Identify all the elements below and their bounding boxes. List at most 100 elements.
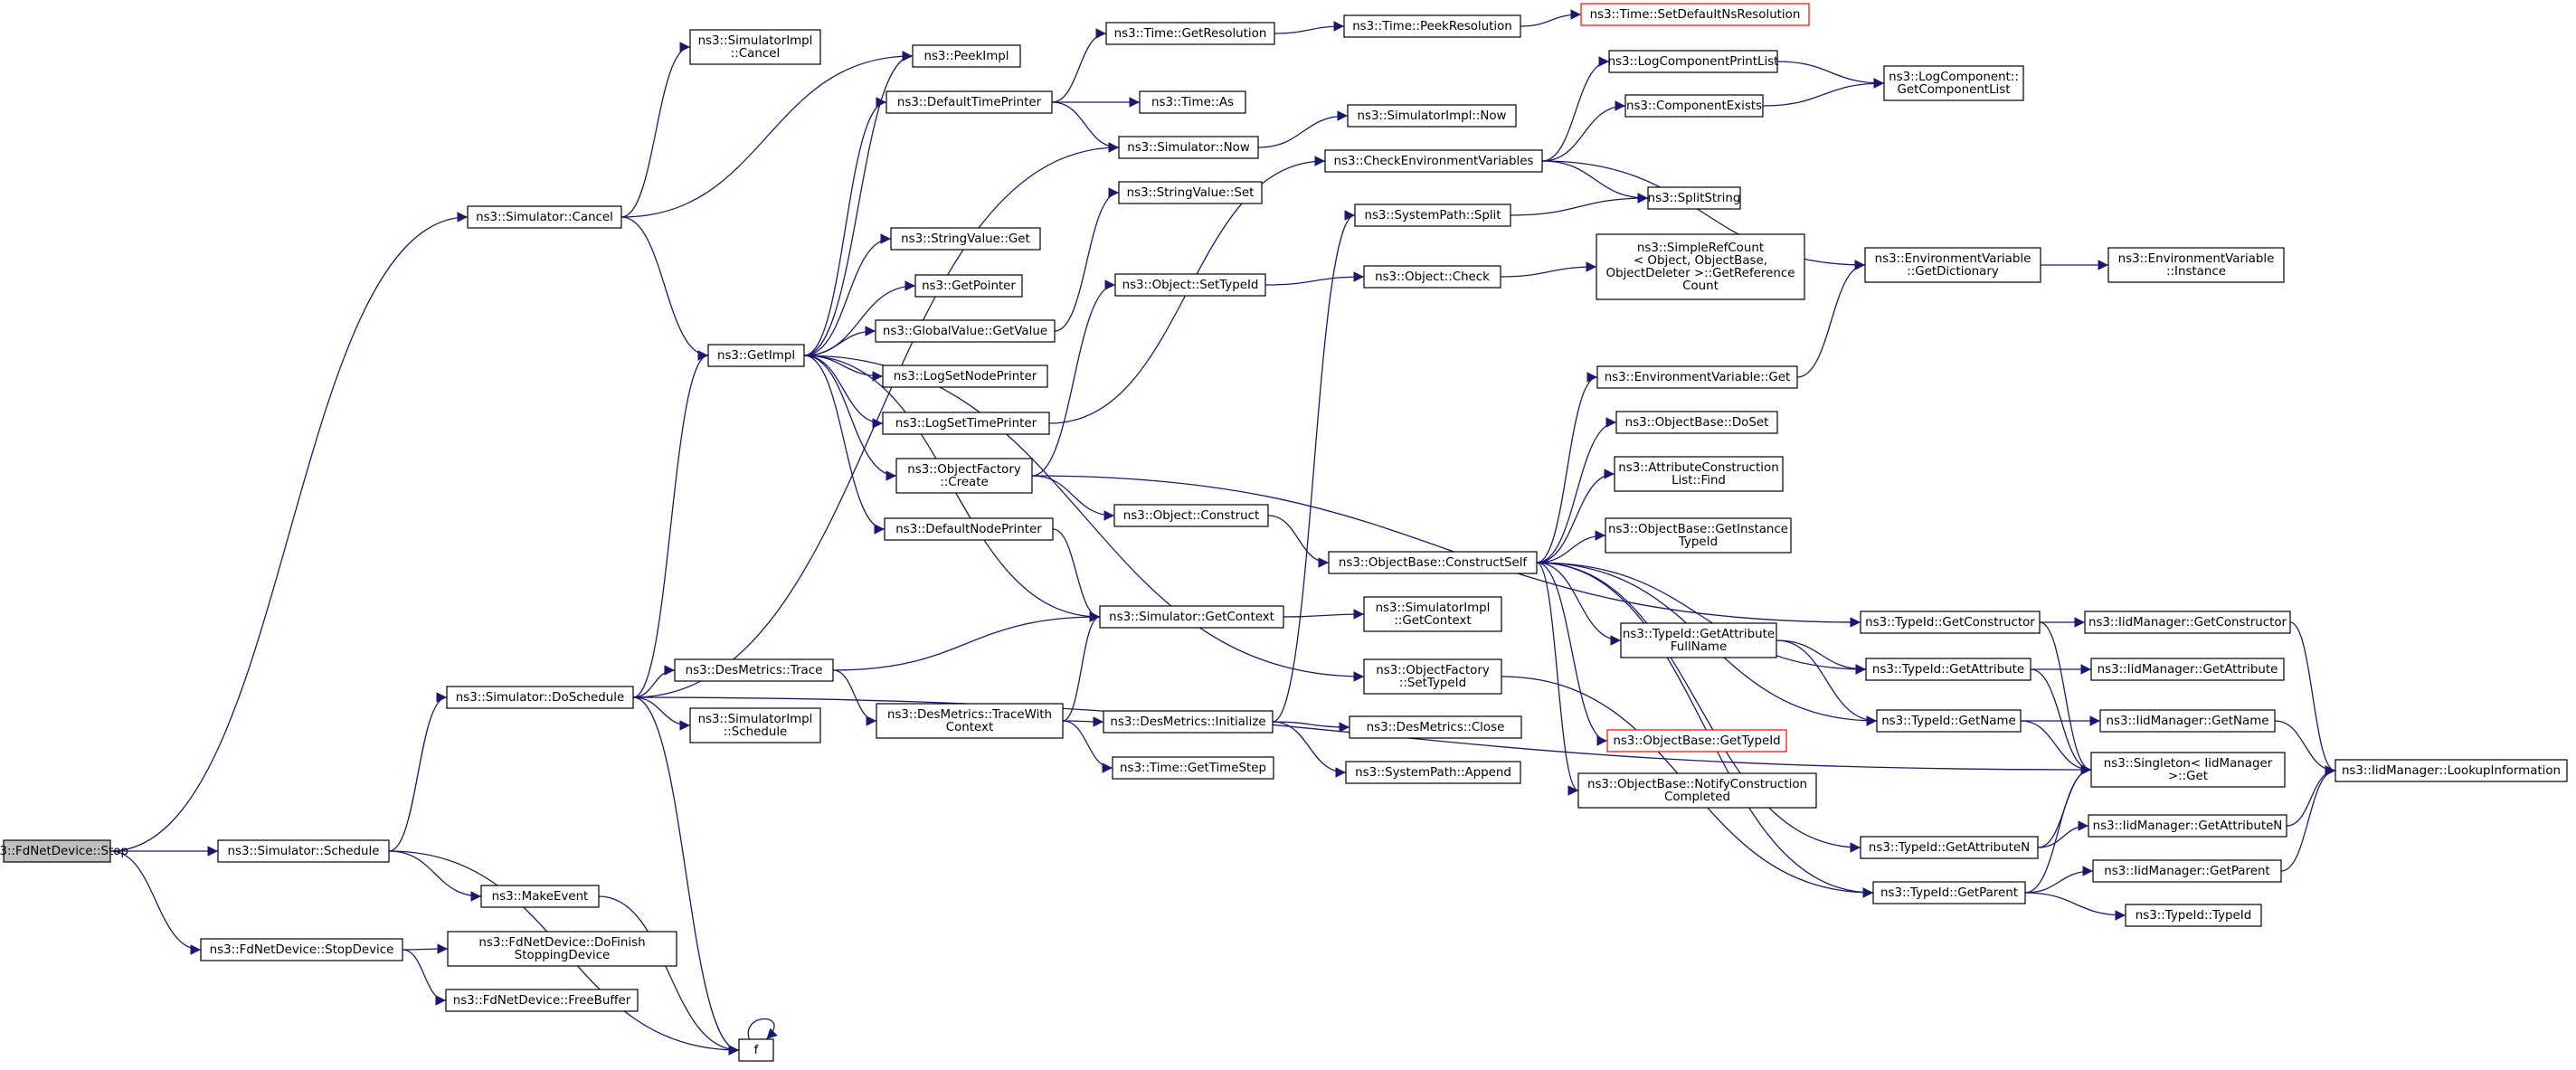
node-timegettimestep[interactable]: ns3::Time::GetTimeStep: [1112, 756, 1274, 780]
node-f[interactable]: f: [738, 1038, 774, 1062]
node-freebuffer[interactable]: ns3::FdNetDevice::FreeBuffer: [445, 989, 639, 1012]
node-typeidgetattribute[interactable]: ns3::TypeId::GetAttribute: [1865, 658, 2031, 681]
node-label: ns3::GetImpl: [717, 349, 795, 363]
edge-stopdevice-to-freebuffer: [402, 949, 447, 1006]
node-simimplgetcontext[interactable]: ns3::SimulatorImpl::GetContext: [1363, 596, 1502, 632]
node-desmclose[interactable]: ns3::DesMetrics::Close: [1349, 715, 1522, 739]
node-stopdevice[interactable]: ns3::FdNetDevice::StopDevice: [200, 938, 403, 961]
node-objectbasegettypeid[interactable]: ns3::ObjectBase::GetTypeId: [1606, 729, 1787, 753]
node-label: >::Get: [2168, 770, 2208, 783]
node-box: [1580, 3, 1810, 26]
node-peekimpl[interactable]: ns3::PeekImpl: [912, 44, 1021, 68]
node-desmtrace[interactable]: ns3::DesMetrics::Trace: [674, 658, 834, 682]
node-logsettimeprinter[interactable]: ns3::LogSetTimePrinter: [882, 412, 1050, 435]
node-iidgetname[interactable]: ns3::IidManager::GetName: [2099, 709, 2276, 733]
node-box: [876, 703, 1064, 739]
node-logcomponentgetcomponentlist[interactable]: ns3::LogComponent::GetComponentList: [1883, 65, 2024, 101]
node-objectfactorycreate[interactable]: ns3::ObjectFactory::Create: [895, 458, 1033, 494]
node-objectbasenotifyconstructioncompleted[interactable]: ns3::ObjectBase::NotifyConstructionCompl…: [1577, 772, 1817, 809]
node-iidgetattribute[interactable]: ns3::IidManager::GetAttribute: [2090, 658, 2285, 681]
node-box: [2084, 611, 2291, 634]
edge-logcomponentprintlist-to-logcomponentgetcomponentlist: [1776, 61, 1885, 89]
node-objectfactorysettypeid[interactable]: ns3::ObjectFactory::SetTypeId: [1363, 658, 1502, 695]
node-singletonget[interactable]: ns3::Singleton< IidManager>::Get: [2090, 752, 2286, 788]
node-box: [875, 319, 1056, 343]
edge-desminitialize-to-systempathappend: [1272, 721, 1347, 778]
edge-doschedule-to-desmtrace: [632, 665, 676, 698]
node-iidlookupinformation[interactable]: ns3::IidManager::LookupInformation: [2334, 759, 2568, 782]
node-splitstring[interactable]: ns3::SplitString: [1647, 186, 1741, 210]
node-box: [1876, 709, 2022, 733]
node-box: [890, 227, 1041, 251]
node-envvarinstance[interactable]: ns3::EnvironmentVariable::Instance: [2107, 247, 2285, 283]
node-typeidgetconstructor[interactable]: ns3::TypeId::GetConstructor: [1860, 611, 2041, 634]
node-getpointer[interactable]: ns3::GetPointer: [914, 274, 1023, 298]
node-defaultnodeprinter[interactable]: ns3::DefaultNodePrinter: [884, 517, 1054, 541]
node-iidgetconstructor[interactable]: ns3::IidManager::GetConstructor: [2084, 611, 2291, 634]
edge-objectbaseconstructself-to-envvarget: [1536, 372, 1598, 563]
node-objectbasedoset[interactable]: ns3::ObjectBase::DoSet: [1615, 411, 1778, 434]
node-stringvalueset[interactable]: ns3::StringValue::Set: [1118, 181, 1263, 204]
node-iidgetattributen[interactable]: ns3::IidManager::GetAttributeN: [2088, 814, 2287, 838]
node-label: ::GetDictionary: [1907, 265, 1999, 279]
node-box: [1349, 715, 1522, 739]
node-desminitialize[interactable]: ns3::DesMetrics::Initialize: [1103, 710, 1274, 734]
node-box: [882, 412, 1050, 435]
edge-typeidgetattribute-to-singletonget: [2030, 668, 2092, 775]
edge-cancel-to-peekimpl: [620, 51, 914, 218]
node-label: ns3::IidManager::GetAttribute: [2098, 663, 2278, 677]
node-box: [912, 44, 1021, 68]
node-envvargetdictionary[interactable]: ns3::EnvironmentVariable::GetDictionary: [1864, 247, 2041, 283]
node-label: ns3::SimulatorImpl: [698, 713, 813, 726]
node-box: [1647, 186, 1741, 210]
node-objectconstruct[interactable]: ns3::Object::Construct: [1113, 504, 1269, 527]
node-simimplnow[interactable]: ns3::SimulatorImpl::Now: [1347, 104, 1517, 128]
node-getimpl[interactable]: ns3::GetImpl: [707, 344, 805, 367]
node-timegetresolution[interactable]: ns3::Time::GetResolution: [1105, 22, 1275, 45]
node-systempathsplit[interactable]: ns3::SystemPath::Split: [1354, 204, 1511, 227]
node-timesetdefaultns[interactable]: ns3::Time::SetDefaultNsResolution: [1580, 3, 1810, 26]
edge-stopdevice-to-dofinish: [402, 943, 449, 954]
node-defaulttimeprinter[interactable]: ns3::DefaultTimePrinter: [886, 90, 1053, 114]
node-stop[interactable]: ns3::FdNetDevice::Stop: [0, 839, 128, 863]
node-doschedule[interactable]: ns3::Simulator::DoSchedule: [446, 686, 634, 709]
node-typeidtypeid[interactable]: ns3::TypeId::TypeId: [2125, 904, 2262, 927]
node-stringvalueget[interactable]: ns3::StringValue::Get: [890, 227, 1041, 251]
node-systempathappend[interactable]: ns3::SystemPath::Append: [1345, 761, 1521, 784]
node-simulatorgetcontext[interactable]: ns3::Simulator::GetContext: [1099, 605, 1284, 629]
node-iidgetparent[interactable]: ns3::IidManager::GetParent: [2092, 859, 2282, 883]
node-box: [2090, 658, 2285, 681]
node-logcomponentprintlist[interactable]: ns3::LogComponentPrintList: [1608, 50, 1779, 73]
node-typeidgetname[interactable]: ns3::TypeId::GetName: [1876, 709, 2022, 733]
node-timepeekresolution[interactable]: ns3::Time::PeekResolution: [1343, 14, 1521, 38]
node-envvarget[interactable]: ns3::EnvironmentVariable::Get: [1596, 365, 1798, 389]
node-checkenvvars[interactable]: ns3::CheckEnvironmentVariables: [1324, 149, 1543, 173]
node-globalvaluegetvalue[interactable]: ns3::GlobalValue::GetValue: [875, 319, 1056, 343]
node-typeidgetattributen[interactable]: ns3::TypeId::GetAttributeN: [1860, 836, 2039, 859]
node-logsetnodeprinter[interactable]: ns3::LogSetNodePrinter: [882, 365, 1048, 388]
node-objectsettypeid[interactable]: ns3::Object::SetTypeId: [1114, 273, 1266, 297]
node-simimplcancel[interactable]: ns3::SimulatorImpl::Cancel: [689, 29, 821, 65]
node-box: [1608, 50, 1778, 73]
node-cancel[interactable]: ns3::Simulator::Cancel: [467, 205, 622, 229]
node-schedule[interactable]: ns3::Simulator::Schedule: [217, 839, 390, 863]
node-label: Count: [1682, 279, 1719, 293]
node-box: [1615, 411, 1778, 434]
node-objectcheck[interactable]: ns3::Object::Check: [1363, 265, 1501, 289]
node-makeevent[interactable]: ns3::MakeEvent: [480, 885, 600, 908]
node-objectbaseconstructself[interactable]: ns3::ObjectBase::ConstructSelf: [1328, 551, 1538, 574]
node-label: ns3::SystemPath::Split: [1364, 209, 1501, 223]
node-label: ns3::Time::GetResolution: [1114, 27, 1267, 41]
node-label: ns3::SimpleRefCount: [1637, 241, 1764, 255]
node-typeidgetparent[interactable]: ns3::TypeId::GetParent: [1872, 881, 2026, 904]
node-timeas[interactable]: ns3::Time::As: [1139, 90, 1246, 114]
node-componentexists[interactable]: ns3::ComponentExists: [1624, 94, 1764, 118]
node-simulatornow[interactable]: ns3::Simulator::Now: [1118, 136, 1259, 159]
node-simplerefcount[interactable]: ns3::SimpleRefCount< Object, ObjectBase,…: [1596, 233, 1805, 300]
node-simimplschedule[interactable]: ns3::SimulatorImpl::Schedule: [689, 707, 821, 743]
